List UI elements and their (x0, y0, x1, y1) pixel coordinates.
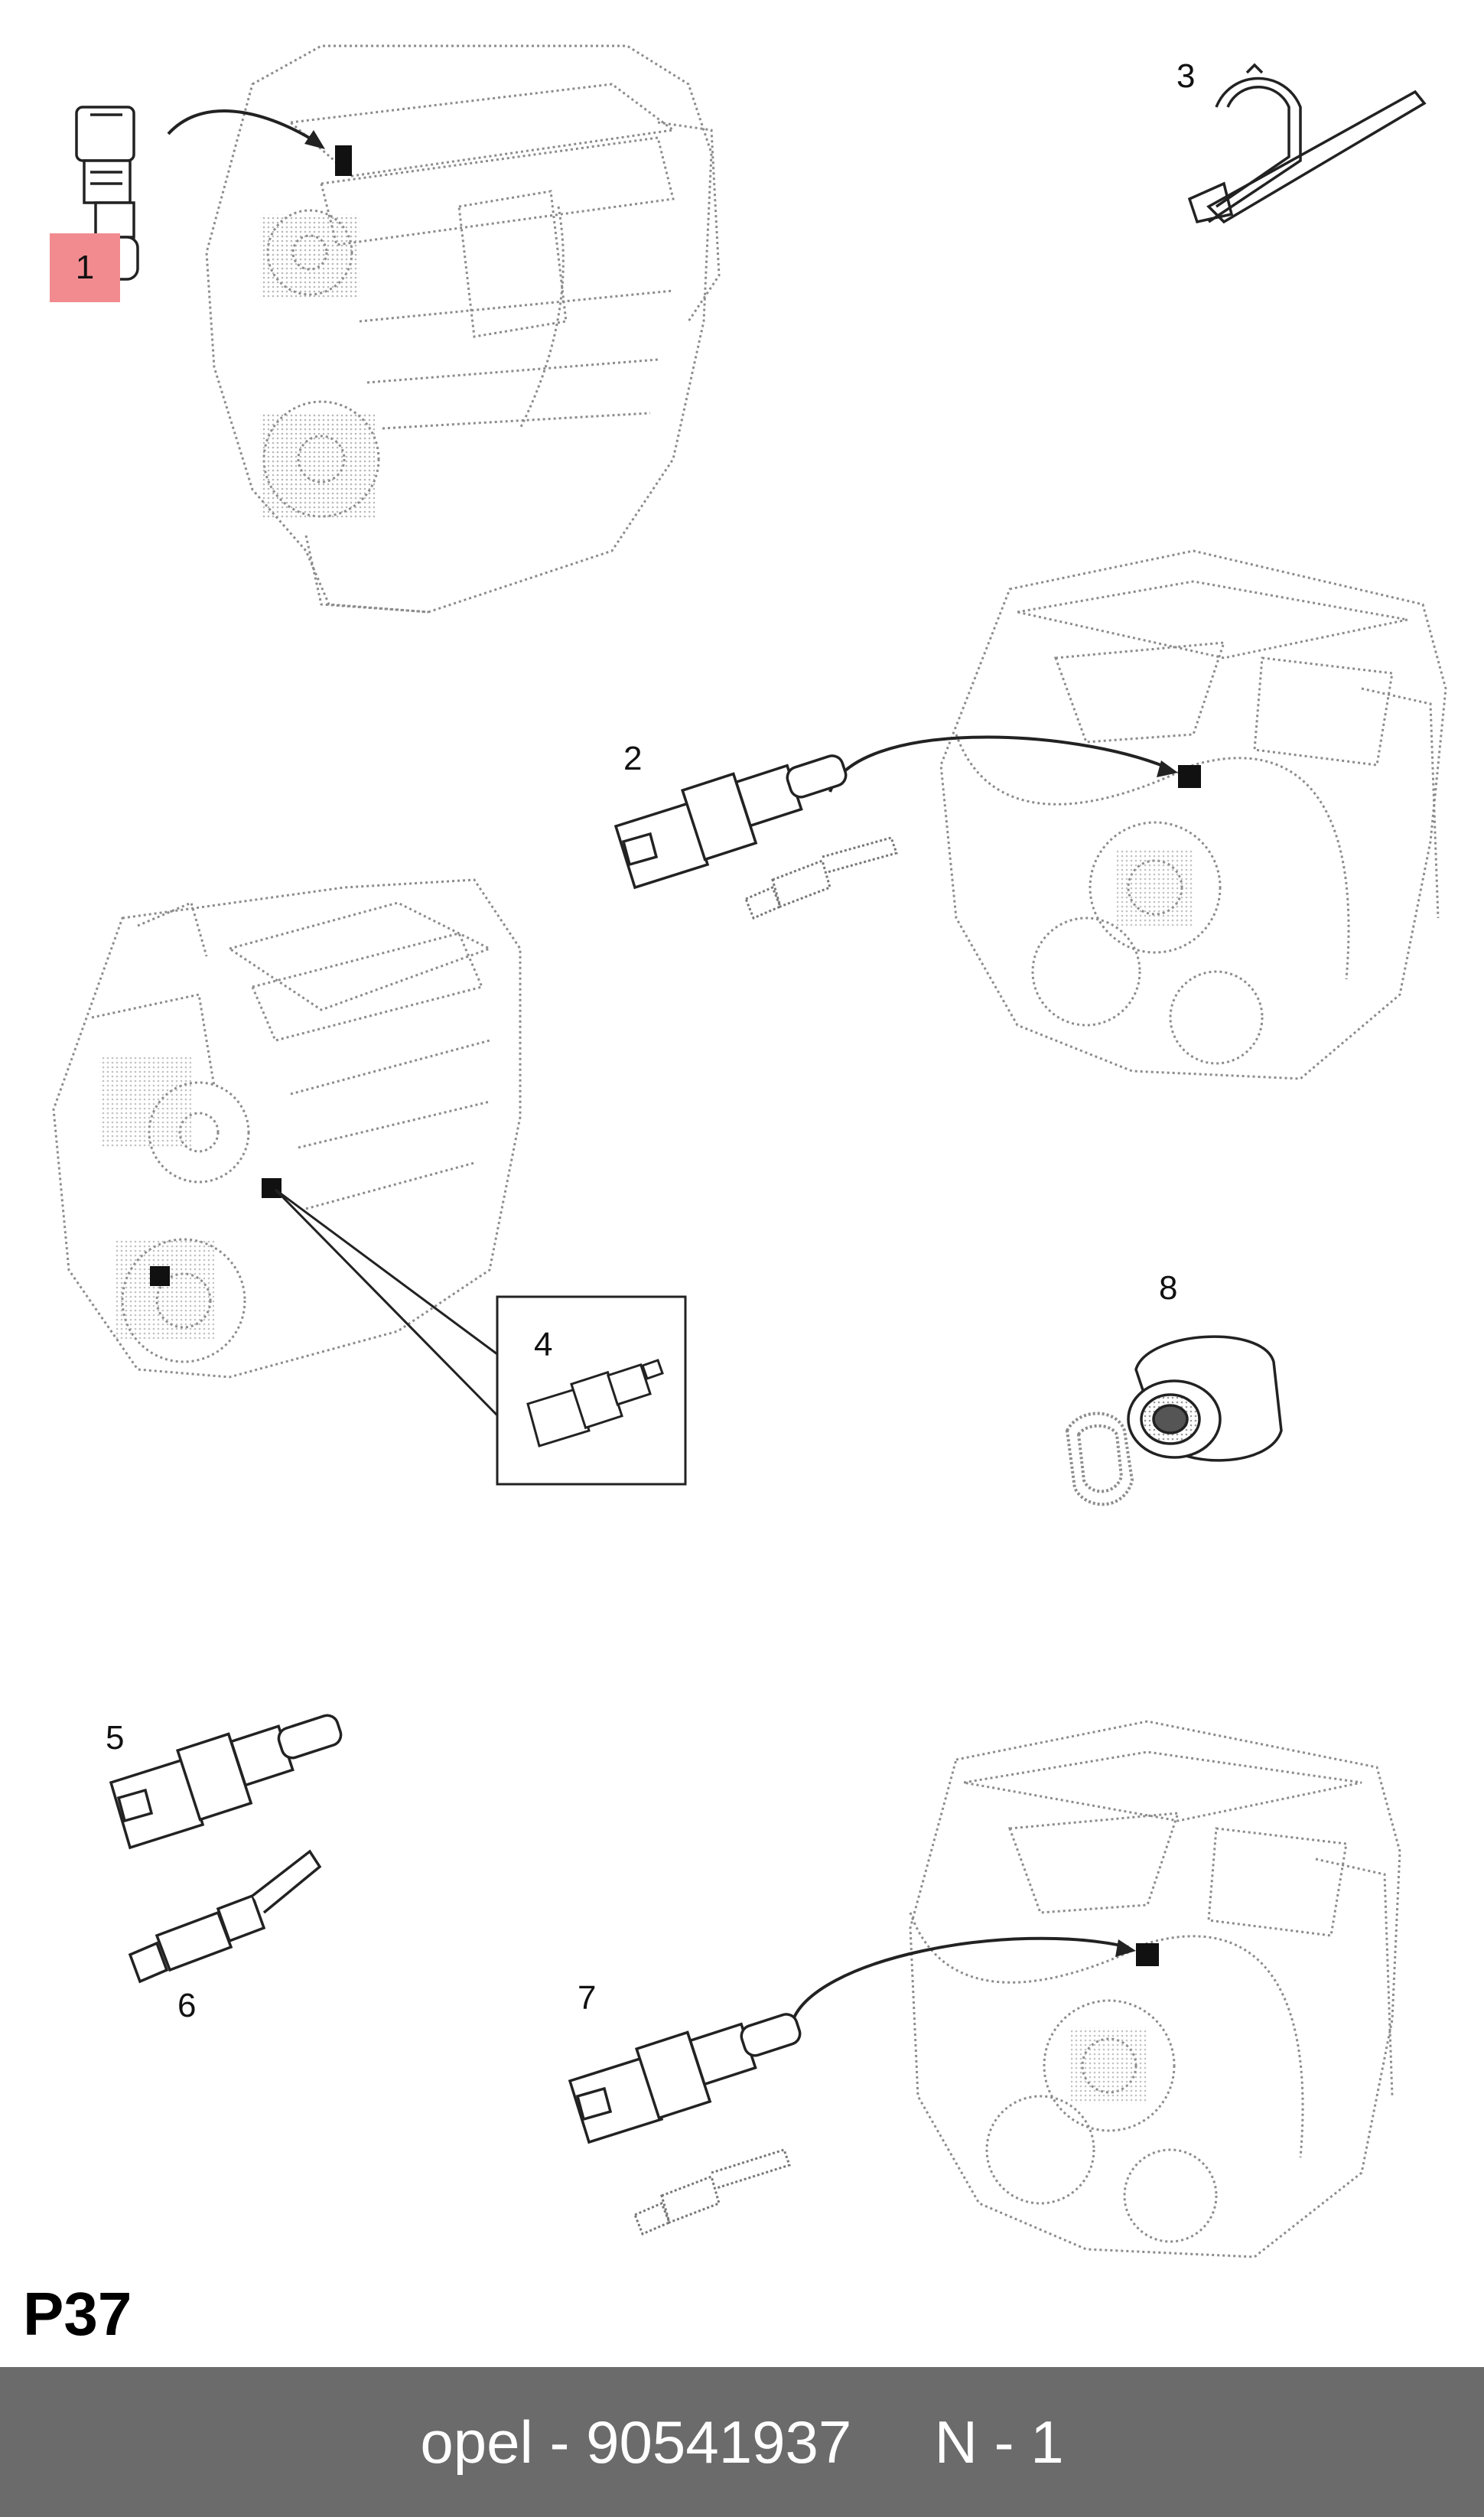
callout-8-label: 8 (1159, 1269, 1178, 1307)
arrow-head-7 (1115, 1939, 1136, 1957)
callout-3: 3 (1176, 60, 1195, 93)
clamp-part-3 (1187, 63, 1427, 224)
sensor-part-6 (128, 1849, 322, 1984)
gasket-part-8 (1065, 1412, 1134, 1506)
engine-shading-1 (260, 214, 375, 520)
footer-bar: opel - 90541937 N - 1 (0, 2367, 1484, 2517)
sensor-small-2 (744, 836, 898, 920)
arrow-head-2 (1157, 760, 1178, 777)
footer-part-number: opel - 90541937 N - 1 (420, 2408, 1064, 2476)
engine-shading-3 (99, 1056, 214, 1339)
sensor-part-7 (568, 2013, 802, 2144)
sensor-location-marker-1 (335, 145, 352, 176)
callout-1: 1 (50, 233, 120, 302)
cap-part-8 (1127, 1335, 1283, 1462)
engine-shading-4 (1071, 2027, 1147, 2104)
callout-6-label: 6 (177, 1987, 197, 2024)
callout-4: 4 (534, 1328, 552, 1362)
callout-8: 8 (1159, 1272, 1177, 1305)
parts-diagram (52, 44, 1447, 2258)
callout-3-label: 3 (1176, 57, 1196, 95)
callout-7: 7 (578, 1981, 596, 2015)
engine-illustration-4 (909, 1720, 1401, 2258)
callout-2: 2 (623, 742, 642, 776)
sensor-part-4 (526, 1359, 664, 1447)
leader-arrow-2 (828, 735, 1171, 793)
leader-arrow-1 (167, 109, 323, 147)
leader-arrow-7 (790, 1936, 1129, 2024)
sensor-location-marker-4 (1136, 1943, 1159, 1966)
callout-2-label: 2 (623, 740, 643, 777)
page-code: P37 (23, 2280, 132, 2348)
callout-4-label: 4 (534, 1326, 553, 1363)
callout-5: 5 (106, 1721, 124, 1755)
sensor-location-marker-2 (1178, 765, 1201, 788)
engine-illustration-3 (52, 878, 522, 1379)
sensor-location-marker-3b (150, 1266, 170, 1286)
callout-7-label: 7 (578, 1979, 597, 2017)
callout-5-label: 5 (106, 1719, 125, 1757)
engine-illustration-2 (939, 549, 1447, 1080)
arrow-head-1 (304, 130, 325, 149)
callout-1-label: 1 (75, 249, 95, 286)
sensor-part-5 (109, 1714, 343, 1850)
detail-leader-4a (275, 1188, 498, 1356)
sensor-part-2 (613, 754, 848, 890)
callout-6: 6 (177, 1989, 196, 2023)
detail-leader-4b (274, 1188, 499, 1417)
sensor-small-7 (633, 2148, 791, 2235)
engine-illustration-1 (205, 44, 721, 614)
sensor-location-marker-3a (262, 1178, 282, 1198)
engine-shading-2 (1117, 849, 1193, 926)
